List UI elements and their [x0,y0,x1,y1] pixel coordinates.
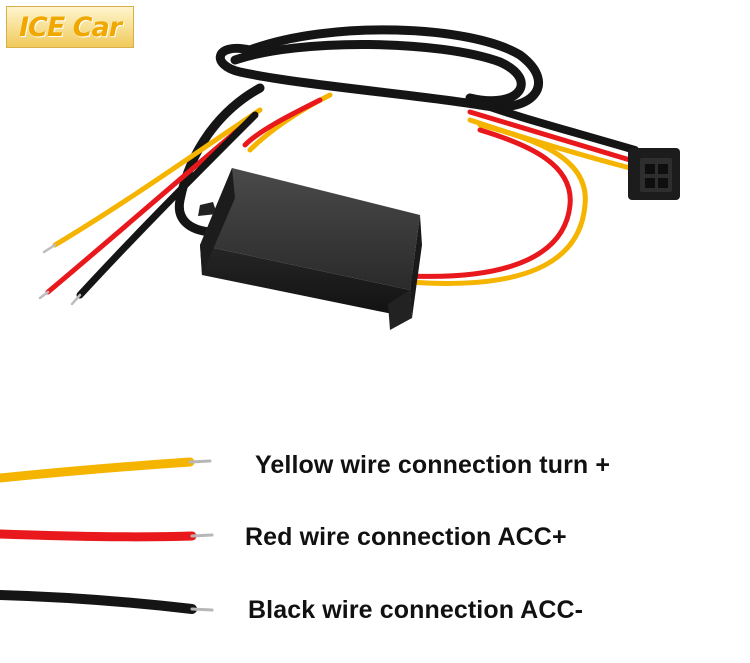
red-wire-sample [0,529,214,542]
yellow-wire-label: Yellow wire connection turn + [255,451,611,479]
ice-car-logo: ICE Car [6,6,134,48]
loose-left-wires [45,92,333,299]
logo-text: ICE Car [18,11,122,43]
controller-module [198,168,422,330]
stripped-wire-ends [38,243,82,306]
black-wire-label: Black wire connection ACC- [248,596,584,624]
yellow-wire-sample [0,457,212,483]
wire-connector [628,148,680,200]
module-output-wires [407,122,588,286]
red-wire-label: Red wire connection ACC+ [245,523,567,551]
black-wire-sample [0,590,214,614]
product-photo [38,25,680,330]
